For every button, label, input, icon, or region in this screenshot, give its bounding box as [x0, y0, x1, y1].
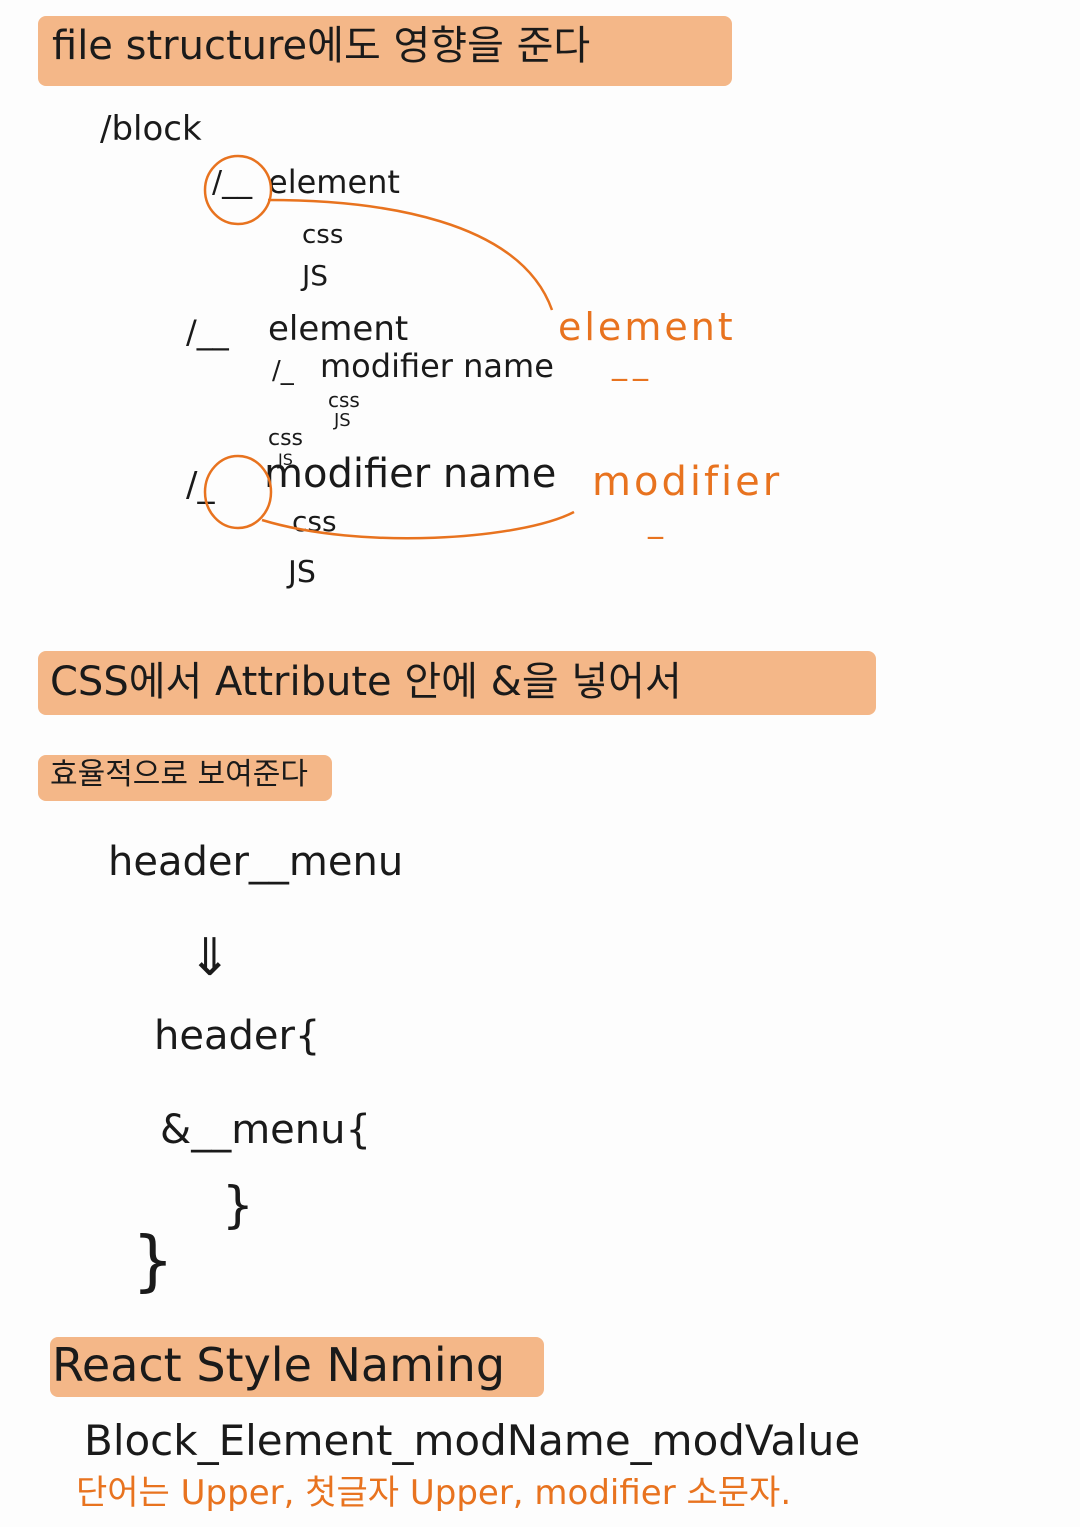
code-line: &__menu{	[160, 1107, 371, 1153]
heading-highlight	[38, 651, 876, 715]
naming-note: 단어는 Upper, 첫글자 Upper, modifier 소문자.	[76, 1473, 792, 1513]
tree-item-css: css	[328, 388, 360, 412]
section1-heading: file structure에도 영향을 준다	[52, 23, 591, 69]
tree-prefix: /__	[186, 313, 229, 351]
tree-prefix: /__	[212, 165, 253, 200]
code-line: header__menu	[108, 839, 404, 885]
tree-item-js: JS	[278, 450, 293, 469]
section2-heading-line1: CSS에서 Attribute 안에 &을 넣어서	[50, 659, 682, 705]
tree-prefix: /_	[272, 356, 294, 386]
arrow-down-icon: ⇓	[188, 928, 232, 988]
heading-highlight	[38, 755, 332, 801]
note-element: element	[558, 305, 736, 349]
tree-item-element: element	[268, 163, 400, 201]
tree-item-modifier-name: modifier name	[264, 451, 557, 497]
code-brace: }	[132, 1222, 174, 1299]
code-line: header{	[154, 1013, 321, 1059]
note-modifier: modifier	[592, 459, 783, 505]
tree-item-js: JS	[334, 410, 351, 431]
tree-item-css: css	[302, 220, 344, 250]
section2-heading-line2: 효율적으로 보여준다	[50, 757, 308, 792]
note-element-mark: __	[612, 347, 654, 382]
connector-element	[267, 198, 554, 311]
code-brace: }	[222, 1176, 254, 1234]
tree-item-element: element	[268, 309, 409, 349]
tree-root-block: /block	[100, 109, 202, 149]
heading-highlight	[50, 1337, 544, 1397]
connector-modifier	[261, 510, 575, 540]
tree-item-js: JS	[288, 555, 316, 590]
section3-heading: React Style Naming	[52, 1338, 506, 1392]
circle-modifier-marker	[203, 454, 273, 530]
tree-item-modifier-name: modifier name	[320, 347, 554, 385]
heading-highlight	[38, 16, 732, 86]
naming-pattern: Block_Element_modName_modValue	[84, 1416, 861, 1465]
note-modifier-mark: _	[648, 505, 663, 540]
circle-element-marker	[203, 154, 273, 226]
tree-item-js: JS	[302, 259, 329, 292]
tree-item-css: css	[268, 426, 304, 451]
